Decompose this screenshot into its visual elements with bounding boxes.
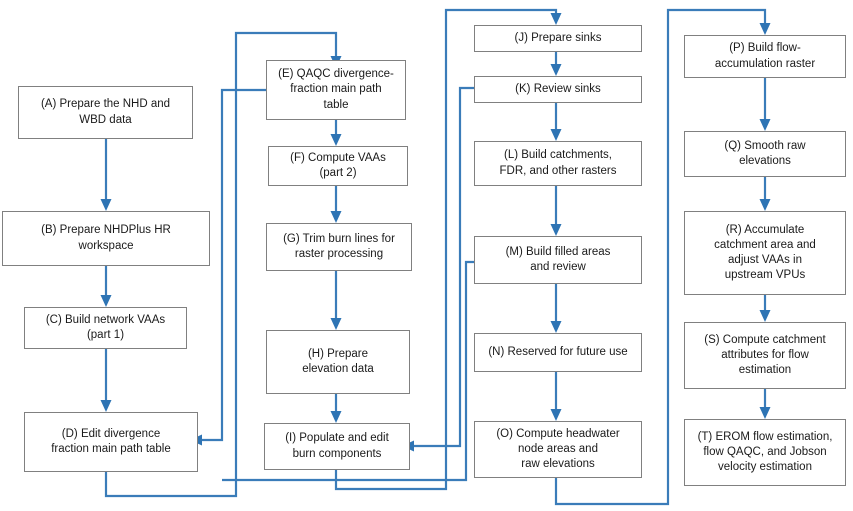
node-n-label: (N) Reserved for future use [488,345,628,358]
node-k-label: (K) Review sinks [515,82,601,95]
node-h-label: (H) Prepare elevation data [302,347,374,375]
arrowhead-f-to-g [330,211,342,223]
node-s-label: (S) Compute catchment attributes for flo… [704,333,826,377]
node-p-label: (P) Build flow- accumulation raster [714,42,816,70]
node-k[interactable]: (K) Review sinks [474,76,642,103]
node-t[interactable]: (T) EROM flow estimation, flow QAQC, and… [684,419,846,486]
node-i[interactable]: (I) Populate and edit burn components [264,423,410,470]
node-f[interactable]: (F) Compute VAAs (part 2) [268,146,408,186]
node-r-label: (R) Accumulate catchment area and adjust… [714,223,816,282]
node-o[interactable]: (O) Compute headwater node areas and raw… [474,421,642,478]
node-f-label: (F) Compute VAAs (part 2) [290,151,386,179]
arrowhead-c-to-d [100,400,112,412]
edge-m-to-i-feedback [222,260,474,482]
arrowhead-n-to-o [550,409,562,421]
edge-k-to-i-feedback [410,86,474,448]
edge-e-to-d-feedback [198,88,266,442]
node-g-label: (G) Trim burn lines for raster processin… [283,232,395,260]
arrowhead-o-to-p [759,23,771,35]
node-a-label: (A) Prepare the NHD and WBD data [40,98,171,126]
node-a[interactable]: (A) Prepare the NHD and WBD data [18,86,193,139]
node-t-label: (T) EROM flow estimation, flow QAQC, and… [697,430,833,474]
node-l[interactable]: (L) Build catchments, FDR, and other ras… [474,141,642,186]
node-c[interactable]: (C) Build network VAAs (part 1) [24,307,187,349]
node-n[interactable]: (N) Reserved for future use [474,333,642,372]
arrowhead-e-to-f [330,134,342,146]
node-d-label: (D) Edit divergence fraction main path t… [51,427,171,455]
node-s[interactable]: (S) Compute catchment attributes for flo… [684,322,846,389]
node-d[interactable]: (D) Edit divergence fraction main path t… [24,412,198,472]
arrowhead-b-to-c [100,295,112,307]
arrowhead-i-to-j [550,13,562,25]
arrowhead-p-to-q [759,119,771,131]
edge-d-to-e [104,31,338,498]
node-c-label: (C) Build network VAAs (part 1) [45,313,166,341]
node-m[interactable]: (M) Build filled areas and review [474,236,642,284]
arrowhead-h-to-i [330,411,342,423]
arrowhead-r-to-s [759,310,771,322]
edge-i-to-j [334,8,558,491]
node-m-label: (M) Build filled areas and review [505,245,611,273]
node-o-label: (O) Compute headwater node areas and raw… [496,427,620,471]
node-i-label: (I) Populate and edit burn components [285,432,389,460]
node-j[interactable]: (J) Prepare sinks [474,25,642,52]
edge-o-to-p [554,8,767,506]
node-b[interactable]: (B) Prepare NHDPlus HR workspace [2,211,210,266]
arrowhead-g-to-h [330,318,342,330]
node-b-label: (B) Prepare NHDPlus HR workspace [41,224,171,252]
arrowhead-s-to-t [759,407,771,419]
arrowhead-m-to-n [550,321,562,333]
node-r[interactable]: (R) Accumulate catchment area and adjust… [684,211,846,295]
arrowhead-l-to-m [550,224,562,236]
node-p[interactable]: (P) Build flow- accumulation raster [684,35,846,78]
node-l-label: (L) Build catchments, FDR, and other ras… [499,149,617,177]
node-q[interactable]: (Q) Smooth raw elevations [684,131,846,177]
arrowhead-q-to-r [759,199,771,211]
arrowhead-a-to-b [100,199,112,211]
node-h[interactable]: (H) Prepare elevation data [266,330,410,394]
node-g[interactable]: (G) Trim burn lines for raster processin… [266,223,412,271]
arrowhead-j-to-k [550,64,562,76]
node-e[interactable]: (E) QAQC divergence- fraction main path … [266,60,406,120]
node-e-label: (E) QAQC divergence- fraction main path … [278,68,394,111]
arrowhead-k-to-l [550,129,562,141]
node-j-label: (J) Prepare sinks [514,31,602,44]
node-q-label: (Q) Smooth raw elevations [724,139,806,167]
